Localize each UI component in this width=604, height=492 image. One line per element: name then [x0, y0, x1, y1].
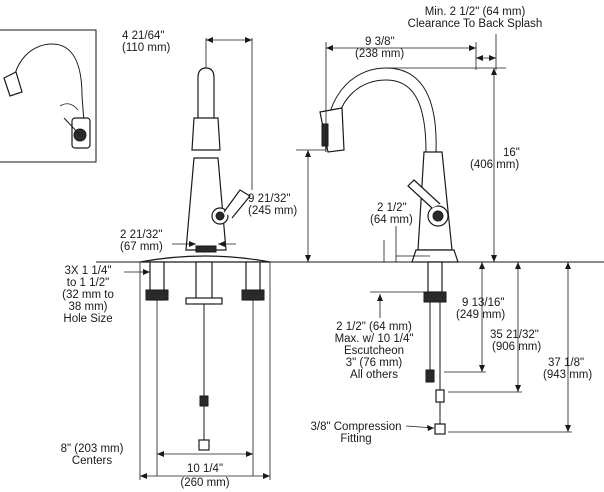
label-reach-mm: (238 mm): [355, 48, 404, 60]
front-sprayhead: [191, 117, 221, 151]
label-hose-length-in: 35 21/32": [490, 329, 539, 341]
label-aerator-height-in: 9 21/32": [248, 193, 290, 205]
label-aerator-height-mm: (245 mm): [248, 205, 297, 217]
label-hose-to-handle-in: 4 21/64": [122, 30, 164, 42]
label-total-length-in: 37 1/8": [548, 357, 584, 369]
label-deck-4: 3" (76 mm): [346, 357, 403, 369]
label-spout-offset-in: 2 1/2": [377, 202, 407, 214]
label-deck-1: 2 1/2" (64 mm): [336, 321, 412, 333]
label-backsplash-line2: Clearance To Back Splash: [408, 18, 543, 30]
inset-handle: [63, 117, 81, 136]
label-shank-length-mm: (249 mm): [456, 309, 505, 321]
label-escutcheon-width-in: 10 1/4": [187, 463, 223, 475]
front-handle-lever: [223, 189, 251, 219]
label-hose-to-handle-mm: (110 mm): [122, 42, 171, 54]
inset-rotation-arrow: [59, 103, 79, 111]
label-centers-1: 8" (203 mm): [61, 443, 124, 455]
front-view: [139, 38, 271, 480]
inset-detail: [0, 29, 97, 163]
label-hole-size-3: (32 mm to: [62, 289, 114, 301]
front-escutcheon: [139, 255, 271, 263]
label-spout-offset-mm: (64 mm): [370, 214, 413, 226]
label-hole-size-4: 38 mm): [69, 301, 108, 313]
label-backsplash-line1: Min. 2 1/2" (64 mm): [425, 6, 526, 18]
label-hole-size-1: 3X 1 1/4": [65, 265, 112, 277]
label-base-width-mm: (67 mm): [120, 241, 163, 253]
dimension-labels: 4 21/64" (110 mm) Min. 2 1/2" (64 mm) Cl…: [61, 6, 593, 489]
label-spout-height-mm: (406 mm): [470, 159, 519, 171]
label-escutcheon-width-mm: (260 mm): [180, 477, 229, 489]
side-handle-lever: [407, 179, 441, 209]
label-base-width-in: 2 21/32": [120, 229, 162, 241]
dimension-lines: [124, 34, 572, 479]
label-compression-2: Fitting: [340, 433, 371, 445]
side-compression-fitting: [434, 423, 446, 435]
label-total-length-mm: (943 mm): [543, 369, 592, 381]
label-spout-height-in: 16": [503, 147, 520, 159]
label-compression-1: 3/8" Compression: [310, 421, 401, 433]
inset-sprayhead: [3, 71, 23, 97]
side-spout-inner: [335, 79, 427, 153]
label-hose-length-mm: (906 mm): [492, 341, 541, 353]
label-centers-2: Centers: [72, 455, 113, 467]
inset-spout: [11, 43, 87, 149]
label-deck-2: Max. w/ 10 1/4": [335, 333, 414, 345]
label-hole-size-5: Hole Size: [63, 313, 112, 325]
label-reach-in: 9 3/8": [365, 36, 395, 48]
front-body: [185, 157, 227, 251]
label-deck-5: All others: [350, 369, 398, 381]
front-center-shank: [195, 261, 213, 303]
inset-frame: [0, 29, 97, 163]
side-view: [319, 67, 459, 435]
label-hole-size-2: to 1 1/2": [67, 277, 109, 289]
label-deck-3: Escutcheon: [344, 345, 404, 357]
label-shank-length-in: 9 13/16": [462, 297, 504, 309]
